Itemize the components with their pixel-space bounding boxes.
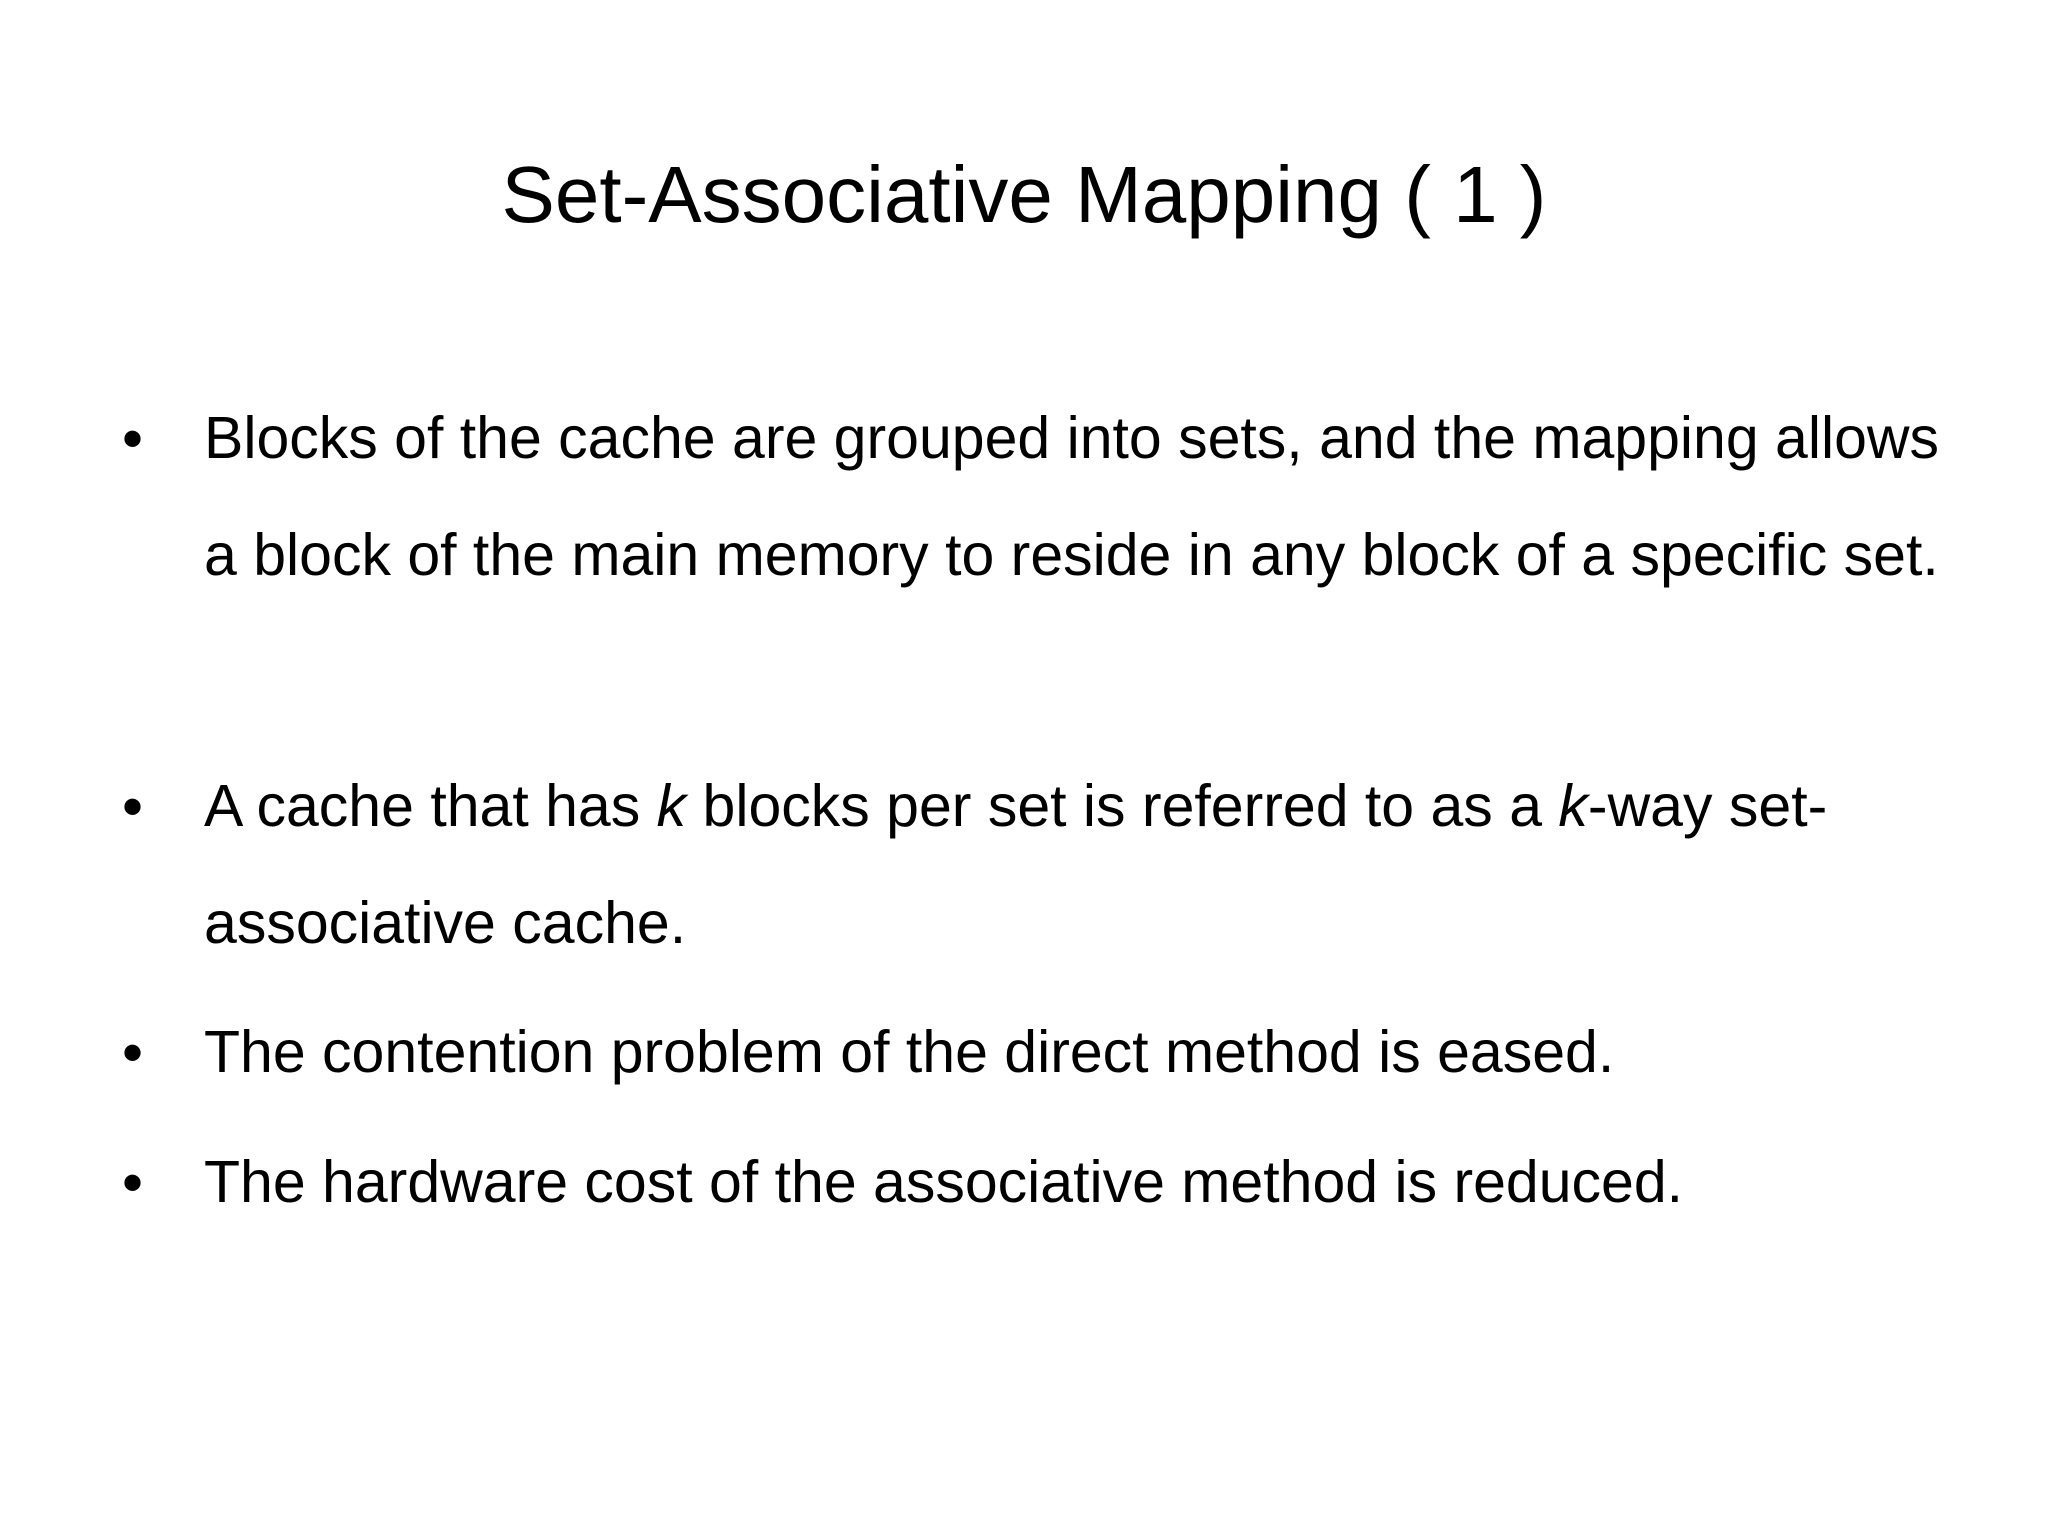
bullet-text-2-part-3: -way set-associative cache. (204, 773, 1828, 956)
slide-title: Set-Associative Mapping ( 1 ) (501, 150, 1547, 239)
bullet-text-2-part-2: blocks per set is referred to as a (686, 773, 1559, 839)
variable-k: k (1558, 773, 1588, 839)
bullet-icon: • (122, 1019, 144, 1086)
variable-k: k (656, 773, 687, 839)
bullet-text-2-part-1: A cache that has (204, 773, 657, 839)
bullet-icon: • (122, 405, 144, 472)
bullet-text-4: The hardware cost of the associative met… (204, 1149, 1684, 1215)
bullet-text-3: The contention problem of the direct met… (204, 1019, 1615, 1085)
bullet-icon: • (122, 773, 144, 840)
bullet-text-2: A cache that has k blocks per set is ref… (204, 748, 1944, 982)
bullet-icon: • (122, 1149, 144, 1216)
bullet-text-1: Blocks of the cache are grouped into set… (204, 405, 1939, 588)
